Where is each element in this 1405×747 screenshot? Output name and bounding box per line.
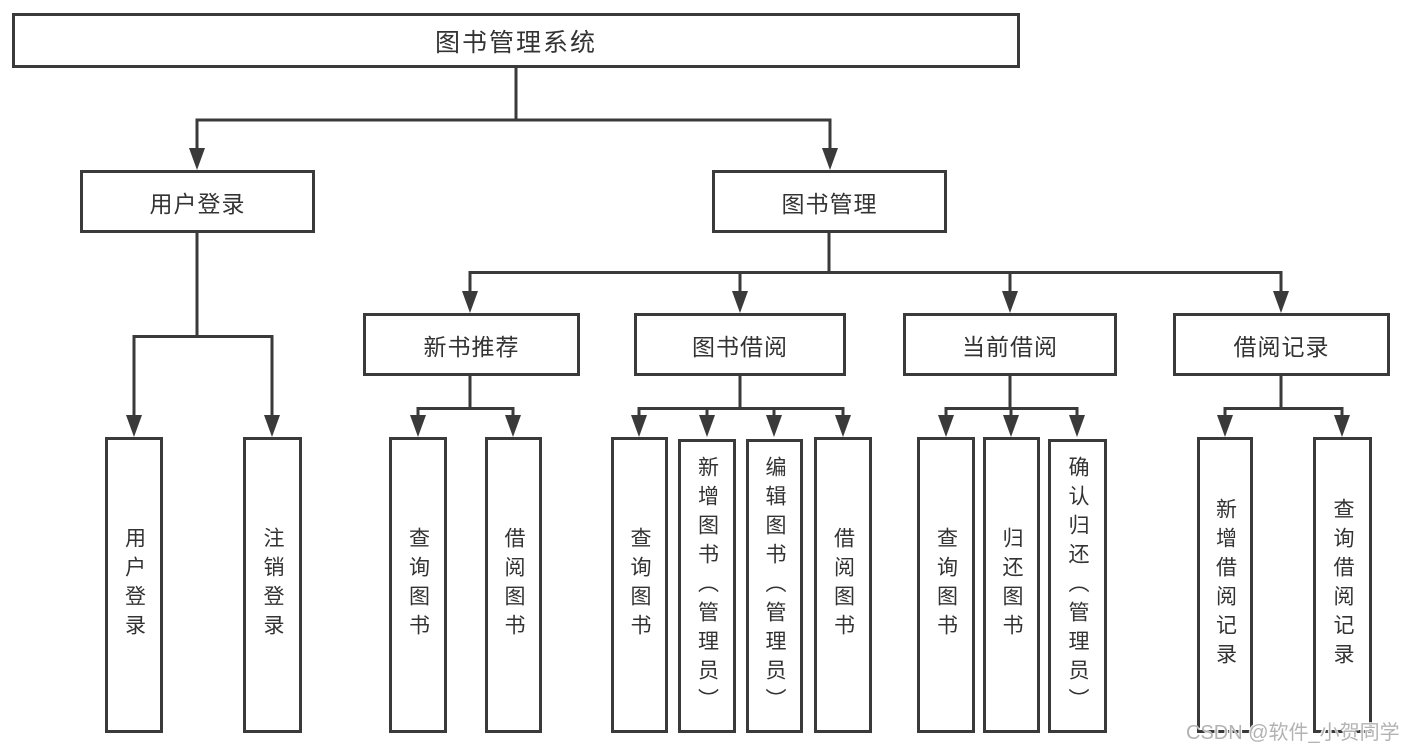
arrowhead-icon [1217, 415, 1233, 437]
arrowhead-icon [1003, 415, 1019, 437]
node-book-borrowing: 图书借阅 [634, 313, 846, 376]
connector-user-login [132, 233, 274, 420]
node-user-login: 用户登录 [80, 170, 315, 233]
node-current-borrowing: 当前借阅 [903, 313, 1117, 376]
arrowhead-icon [264, 415, 280, 437]
leaf-add-borrow-record: 新增借阅记录 [1197, 437, 1253, 733]
arrowhead-icon [732, 291, 748, 313]
leaf-query-books-borrowing: 查询图书 [611, 437, 668, 733]
arrowhead-icon [462, 291, 478, 313]
connector-book-mgmt [468, 233, 1283, 295]
arrowhead-icon [1334, 415, 1350, 437]
arrowheads [126, 148, 1350, 437]
arrowhead-icon [631, 415, 647, 437]
node-borrowing-records: 借阅记录 [1173, 313, 1390, 376]
arrowhead-icon [189, 148, 205, 170]
connector-borrowing [637, 376, 845, 420]
leaf-return-books: 归还图书 [983, 437, 1040, 733]
arrowhead-icon [699, 415, 715, 437]
leaf-edit-books-admin: 编辑图书（管理员） [746, 439, 803, 733]
arrowhead-icon [766, 415, 782, 437]
leaf-borrow-books-borrowing: 借阅图书 [814, 437, 872, 733]
arrowhead-icon [1069, 415, 1085, 437]
leaf-query-books-recommend: 查询图书 [389, 437, 447, 733]
connector-records [1223, 376, 1344, 420]
arrowhead-icon [1002, 291, 1018, 313]
arrowhead-icon [1273, 291, 1289, 313]
arrowhead-icon [822, 148, 838, 170]
node-book-management: 图书管理 [712, 170, 947, 233]
arrowhead-icon [505, 415, 521, 437]
leaf-user-login: 用户登录 [105, 437, 163, 733]
arrowhead-icon [126, 415, 142, 437]
arrowhead-icon [938, 415, 954, 437]
arrowhead-icon [835, 415, 851, 437]
leaf-add-books-admin: 新增图书（管理员） [678, 439, 736, 733]
connector-new-books [416, 376, 515, 420]
leaf-borrow-books-recommend: 借阅图书 [485, 437, 542, 733]
node-root-system: 图书管理系统 [12, 13, 1020, 68]
leaf-confirm-return-admin: 确认归还（管理员） [1048, 439, 1107, 733]
leaf-query-borrow-record: 查询借阅记录 [1313, 437, 1372, 733]
connector-lines [132, 68, 1344, 420]
node-new-book-recommend: 新书推荐 [363, 313, 580, 376]
connector-root [195, 68, 832, 152]
csdn-watermark: CSDN @软件_小贺同学 [1186, 722, 1400, 744]
leaf-logout: 注销登录 [243, 437, 302, 733]
arrowhead-icon [410, 415, 426, 437]
leaf-query-books-current: 查询图书 [917, 437, 975, 733]
connector-current [944, 376, 1079, 420]
